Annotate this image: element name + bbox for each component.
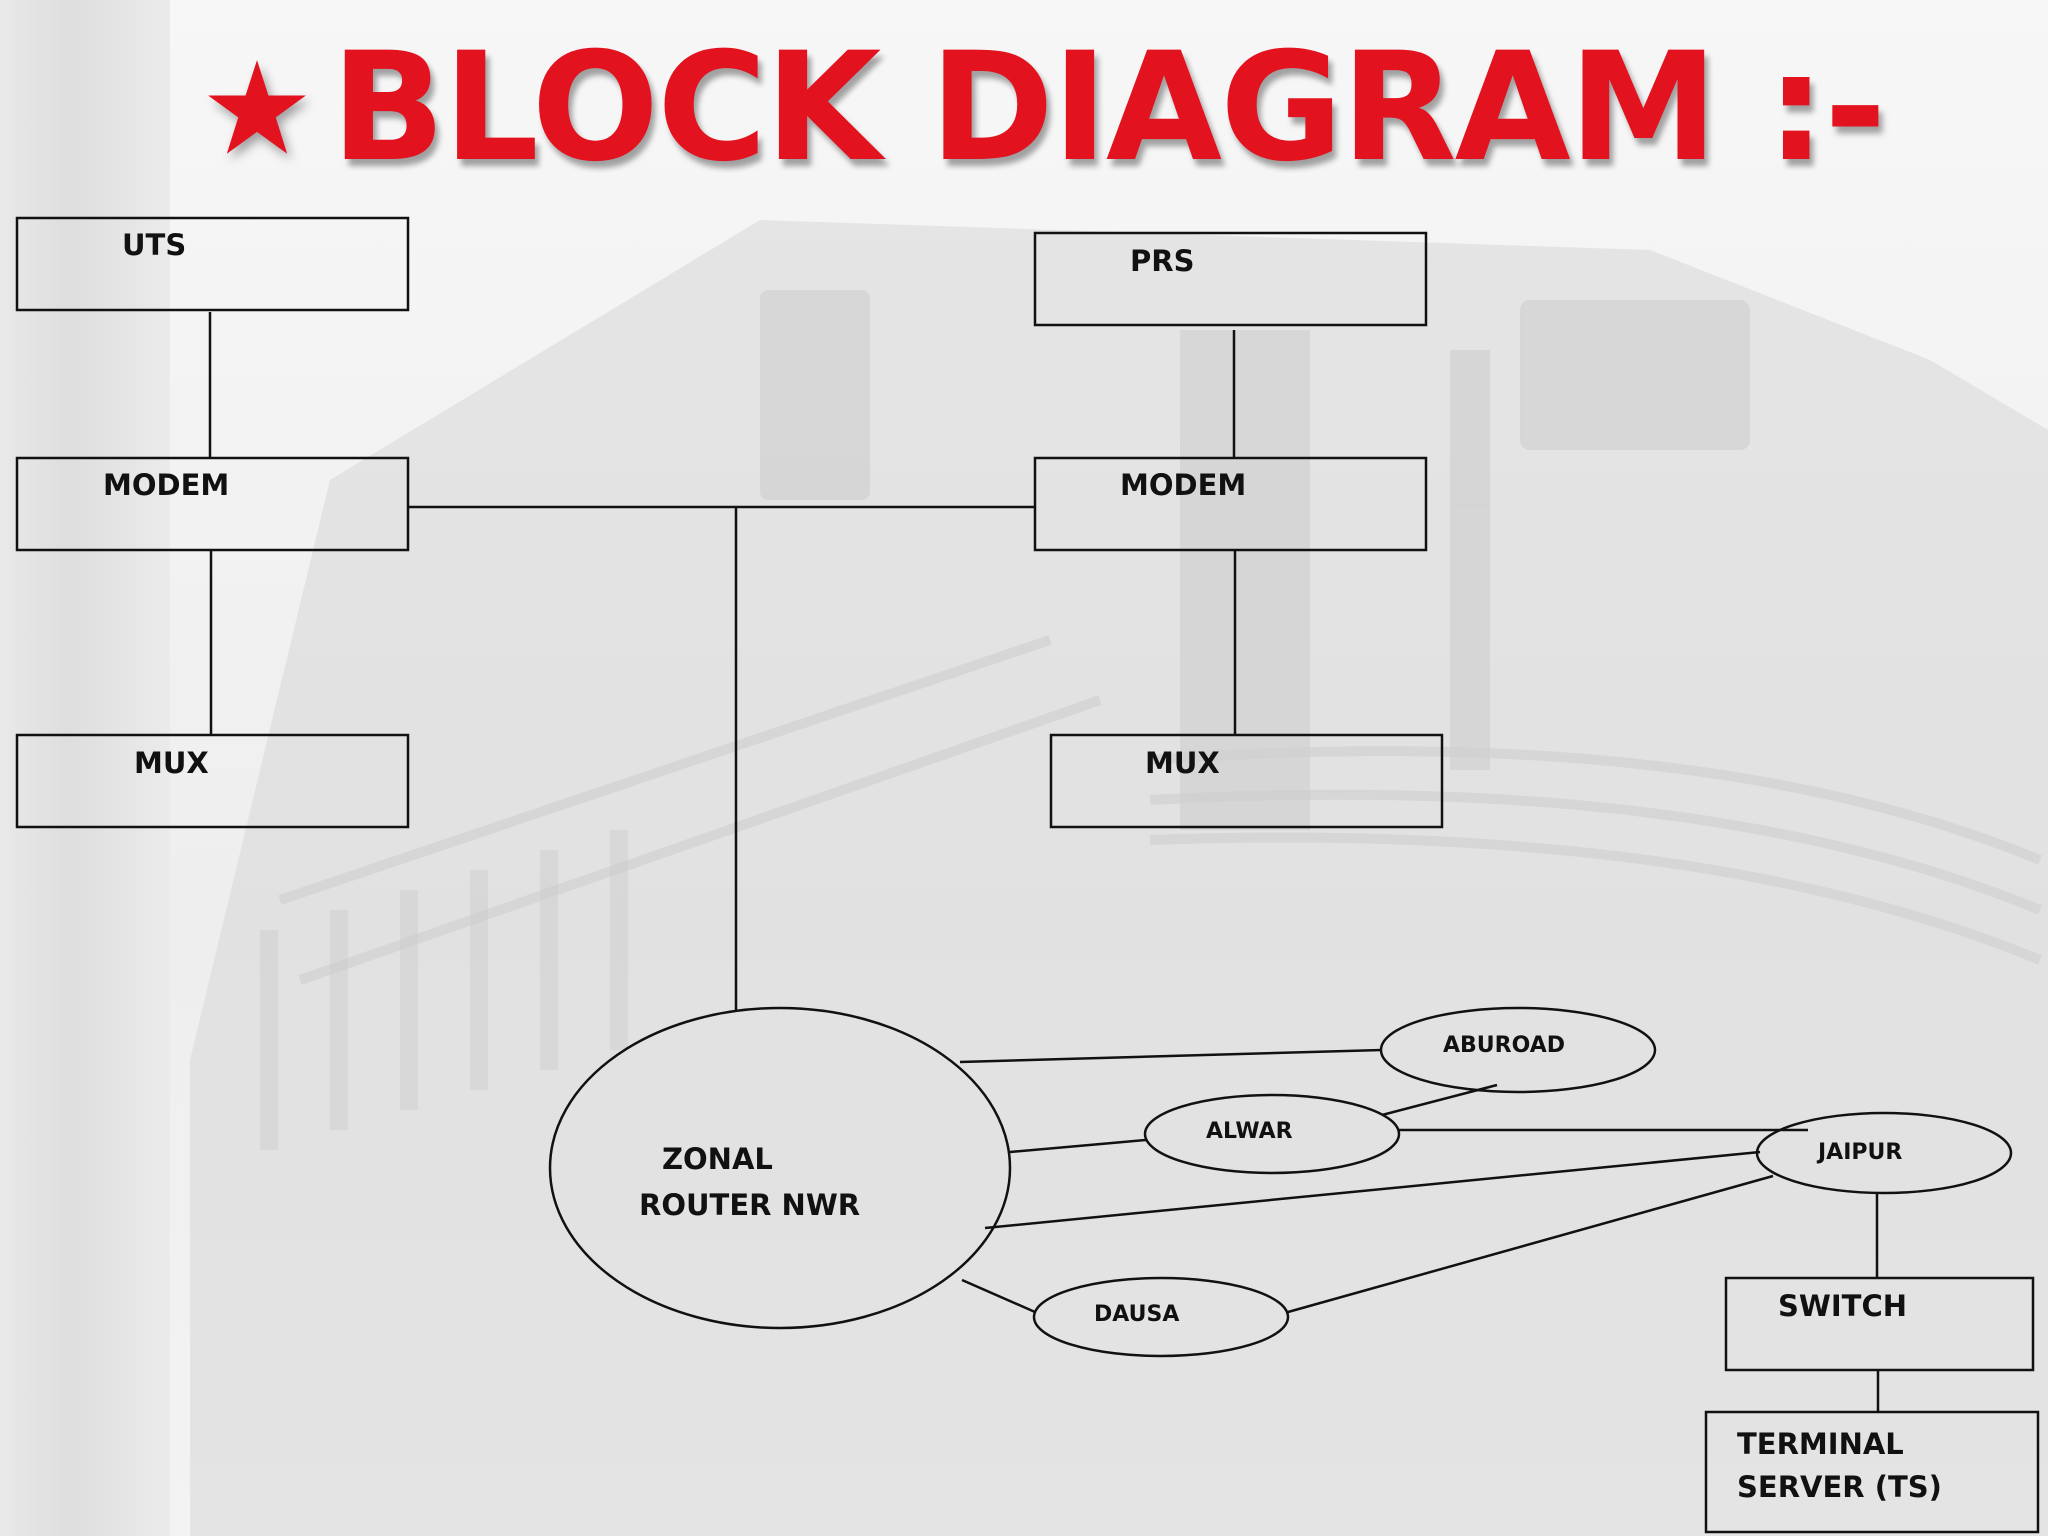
jaipur-label: JAIPUR [1816,1140,1902,1165]
mux-right-label: MUX [1145,746,1220,780]
switch-label: SWITCH [1778,1289,1907,1323]
prs-block: PRS [1033,231,1428,327]
background-strip [0,0,170,1536]
aburoad-label: ABUROAD [1443,1033,1565,1058]
uts-block: UTS [15,216,410,312]
prs-label: PRS [1130,244,1194,278]
connector-router-dausa [961,1278,1036,1314]
alwar-label: ALWAR [1206,1119,1293,1144]
zonal-router-label-line1: ZONAL [662,1142,773,1176]
uts-label: UTS [122,228,186,262]
terminal-server-block: TERMINAL SERVER (TS) [1704,1410,2040,1534]
mux-right-block: MUX [1049,733,1444,829]
aburoad-node: ABUROAD [1379,1006,1657,1094]
modem-left-label: MODEM [103,468,229,502]
terminal-server-label-line2: SERVER (TS) [1737,1470,1942,1504]
modem-right-label: MODEM [1120,468,1246,502]
dausa-node: DAUSA [1032,1276,1290,1358]
terminal-server-label-line1: TERMINAL [1737,1427,1904,1461]
connector-router-aburoad [959,1048,1383,1064]
alwar-node: ALWAR [1143,1093,1401,1175]
jaipur-node: JAIPUR [1755,1111,2013,1195]
switch-block: SWITCH [1724,1276,2035,1372]
mux-left-label: MUX [134,746,209,780]
modem-left-block: MODEM [15,456,410,552]
modem-right-block: MODEM [1033,456,1428,552]
connector-router-alwar [1009,1138,1147,1154]
zonal-router-node: ZONAL ROUTER NWR [548,1006,1012,1330]
zonal-router-label-line2: ROUTER NWR [639,1188,860,1222]
dausa-label: DAUSA [1094,1302,1179,1327]
connector-dausa-jaipur [1287,1174,1774,1314]
mux-left-block: MUX [15,733,410,829]
title-text: BLOCK DIAGRAM :- [331,21,1886,195]
slide-title: BLOCK DIAGRAM :- [205,21,1886,195]
connector-router-jaipur [984,1150,1761,1230]
star-icon [208,60,306,154]
